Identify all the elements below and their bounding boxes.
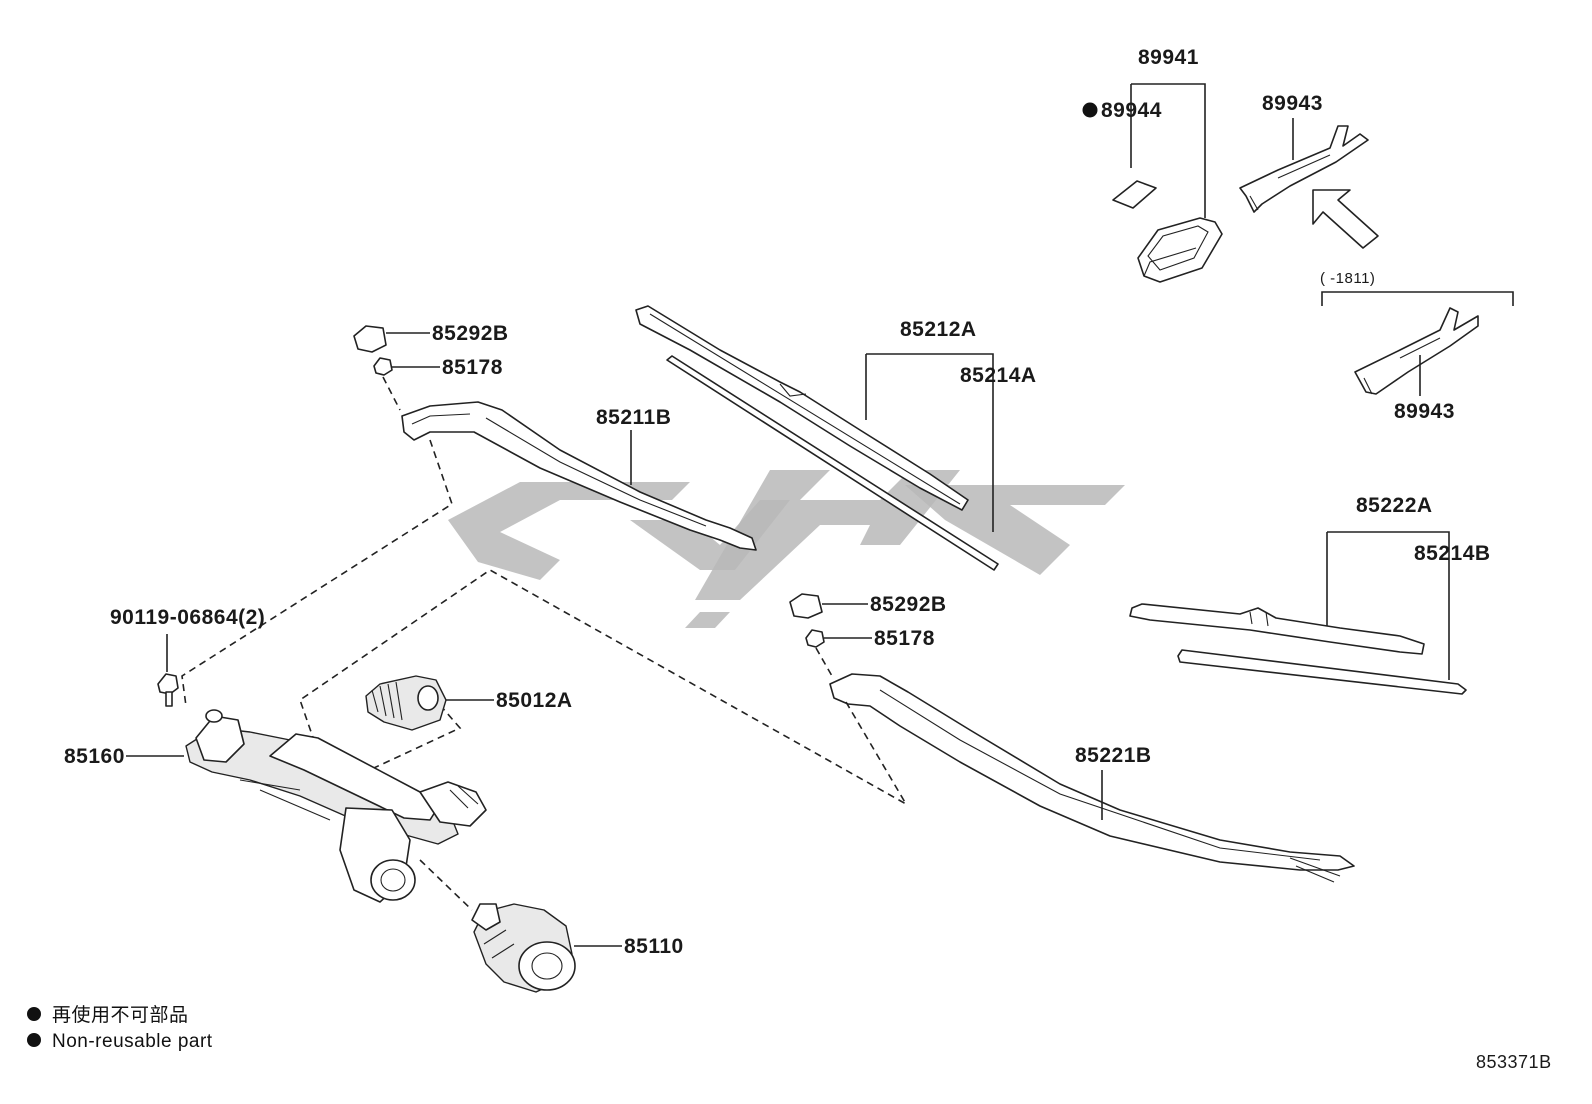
label-85292b-left: 85292B: [432, 322, 509, 345]
wiper-refill-85214a: [666, 355, 999, 571]
non-reusable-bullet-icon: [1082, 102, 1098, 118]
arrow-icon: [1312, 189, 1379, 249]
label-85214b: 85214B: [1414, 542, 1491, 565]
bolt-90119: 90119-06864(2): [110, 606, 265, 707]
watermark-logo: [448, 470, 1125, 628]
label-85211b: 85211B: [596, 406, 671, 429]
bracket-85012a: 85012A: [365, 675, 573, 731]
label-85012a: 85012A: [496, 689, 573, 712]
blade-adapter-top: 89943: [1239, 92, 1379, 249]
label-85110: 85110: [624, 935, 684, 958]
wiper-blade-85222a: [1129, 603, 1425, 655]
legend-bullet-icon: [27, 1007, 41, 1021]
wiper-blade-85212a: [635, 305, 969, 511]
wiper-motor-85110: 85110: [471, 903, 684, 993]
label-89943-bottom: 89943: [1394, 400, 1455, 423]
wiper-refill-85214b: [1177, 649, 1467, 695]
cap-89941-shape: [1137, 217, 1223, 283]
blade-adapter-bottom: 89943: [1354, 307, 1479, 423]
label-89944: 89944: [1101, 99, 1162, 122]
label-85212a: 85212A: [900, 318, 977, 341]
label-85178-mid: 85178: [874, 627, 935, 650]
legend-jp: 再使用不可部品: [52, 1004, 189, 1026]
wiper-arm-right-85221b: 85221B: [829, 673, 1355, 883]
label-89941: 89941: [1138, 46, 1199, 69]
wiper-arm-left-85211b: 85211B: [401, 401, 757, 551]
diagram-id: 853371B: [1476, 1052, 1552, 1072]
legend-bullet-icon: [27, 1033, 41, 1047]
legend: 再使用不可部品 Non-reusable part: [27, 1004, 213, 1052]
assembly-guides: [181, 439, 909, 911]
label-85178-left: 85178: [442, 356, 503, 379]
pad-89944-shape: [1112, 180, 1157, 209]
wiper-linkage-85160: 85160: [64, 709, 487, 903]
label-85292b-mid: 85292B: [870, 593, 947, 616]
label-85221b: 85221B: [1075, 744, 1152, 767]
label-89943-top: 89943: [1262, 92, 1323, 115]
right-arm-nut: 85178: [805, 627, 935, 650]
bracket-note: ( -1811): [1320, 270, 1375, 287]
label-85222a: 85222A: [1356, 494, 1433, 517]
label-85160: 85160: [64, 745, 125, 768]
left-arm-nut: 85178: [373, 356, 503, 379]
label-90119: 90119-06864(2): [110, 606, 265, 629]
date-range-bracket: ( -1811): [1320, 270, 1514, 306]
right-arm-cap: 85292B: [789, 593, 947, 619]
legend-en: Non-reusable part: [52, 1031, 213, 1052]
wiper-cap-assembly: 89941 89944: [1082, 46, 1223, 283]
label-85214a: 85214A: [960, 364, 1037, 387]
left-arm-cap: 85292B: [353, 322, 509, 353]
